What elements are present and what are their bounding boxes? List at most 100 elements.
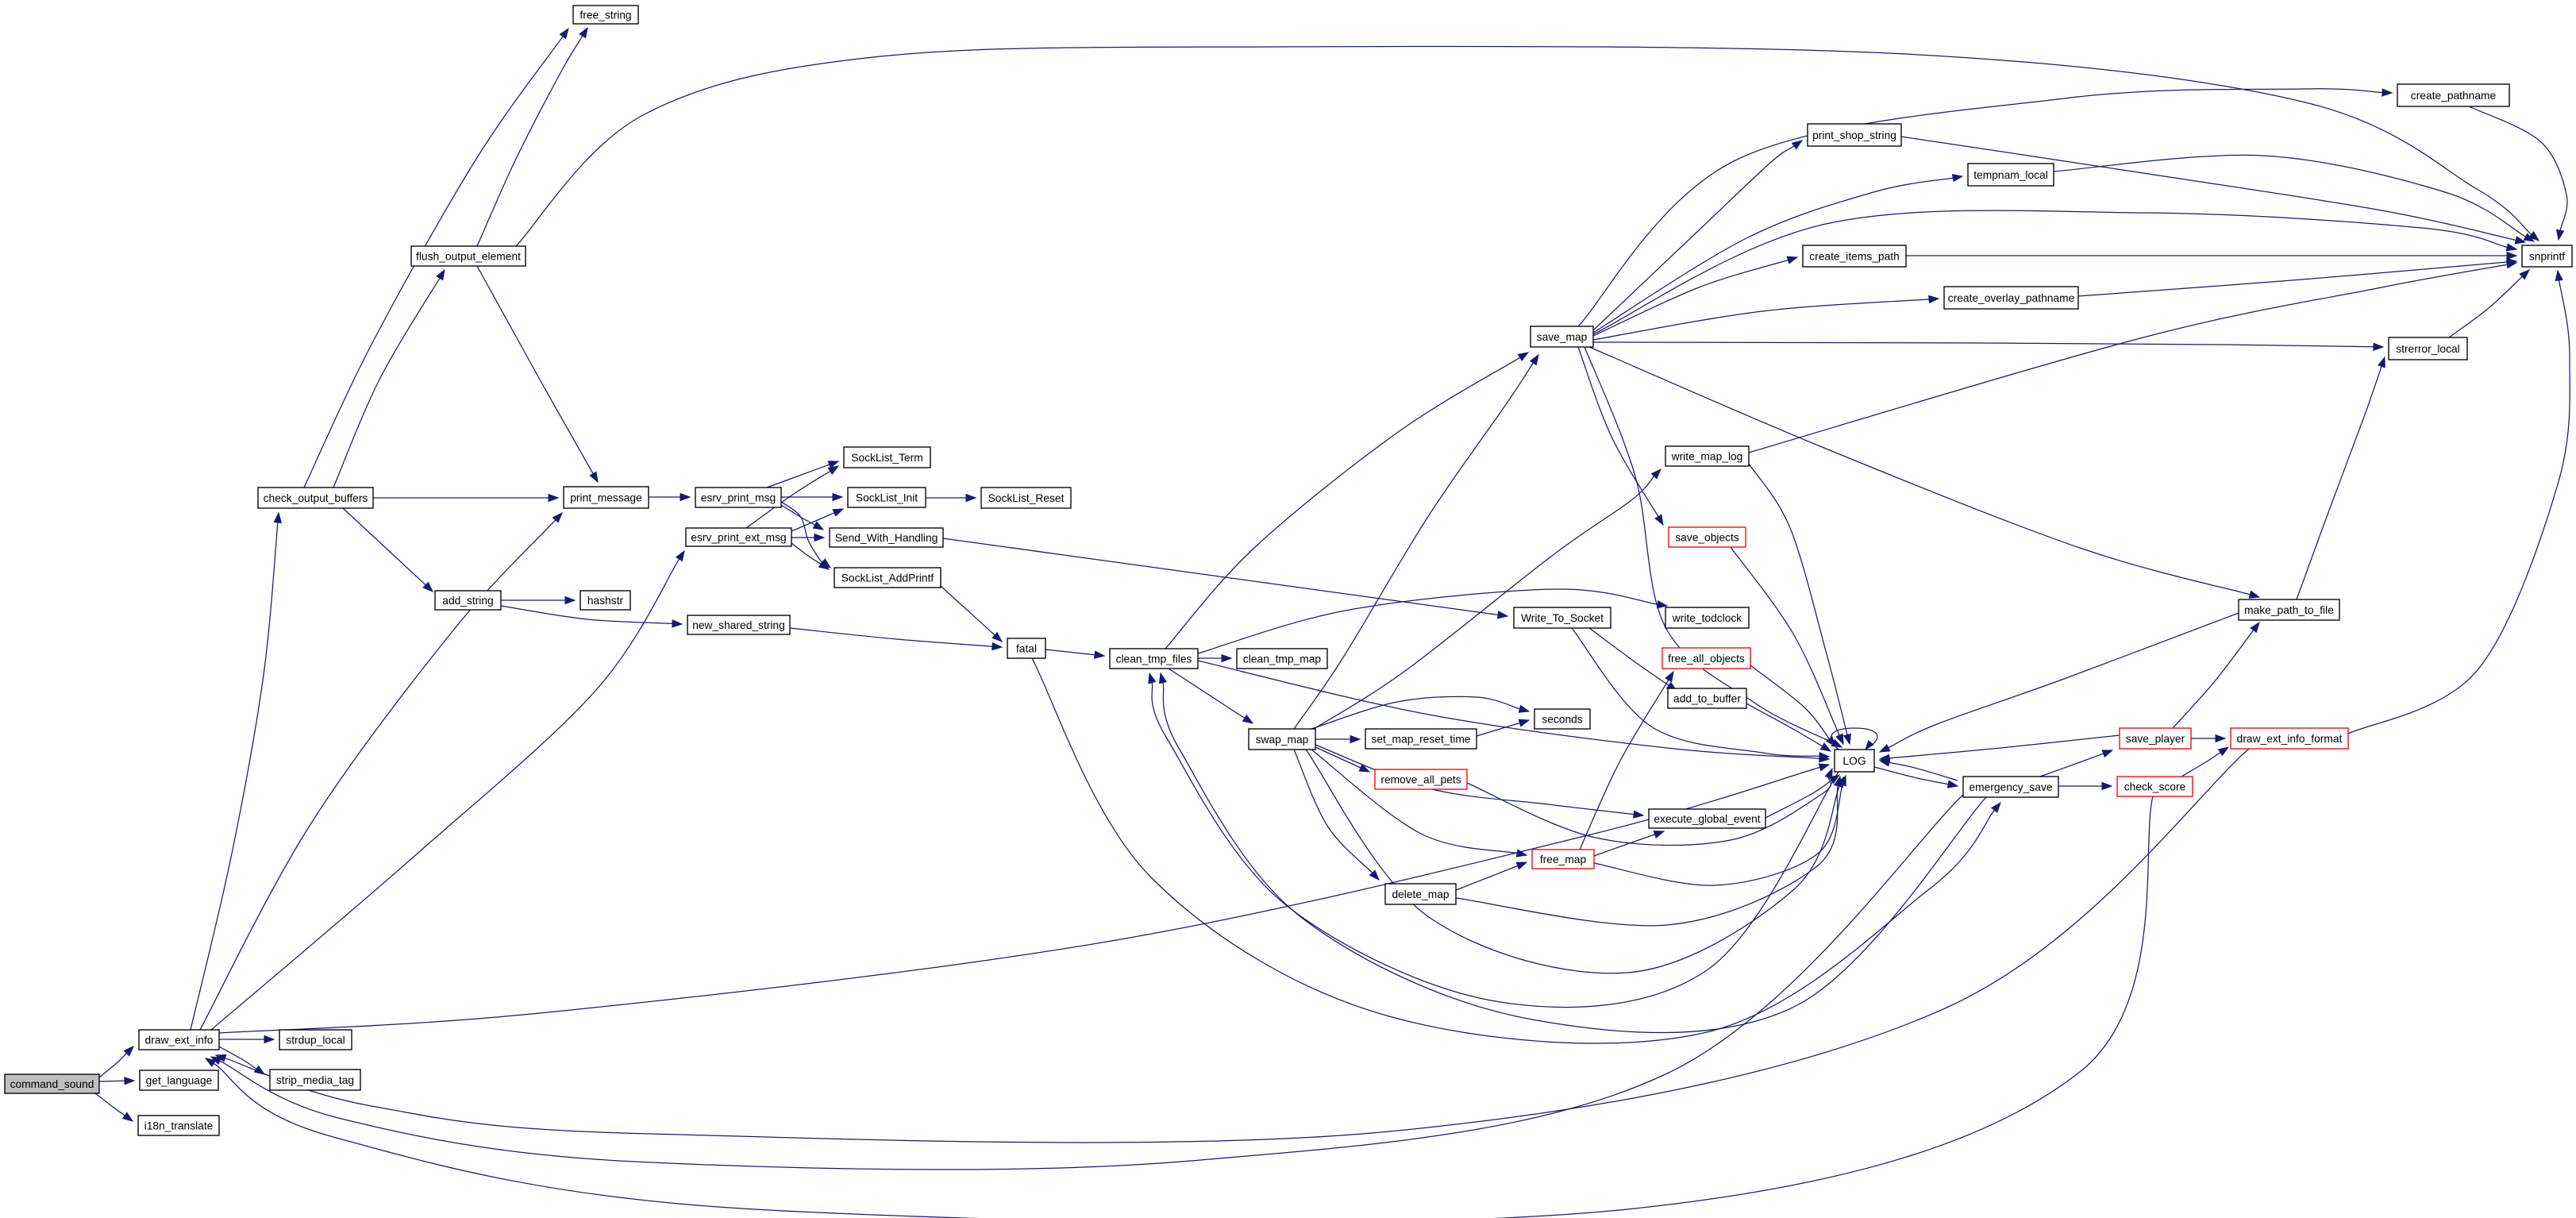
node-SockList_Term[interactable]: SockList_Term [843, 446, 931, 468]
edge-spline-save_map-to-strerror_local [1592, 341, 2374, 348]
edge-arrowhead-check_output_buffers-to-print_message [548, 493, 560, 503]
edge-spline-Write_To_Socket-to-LOG [1571, 627, 1820, 757]
node-free_string[interactable]: free_string [572, 5, 639, 25]
node-box-strdup_local [279, 1029, 352, 1050]
node-check_score[interactable]: check_score [2116, 776, 2193, 797]
edge-arrowhead-flush_output_element-to-print_message [589, 471, 599, 484]
edge-arrowhead-LOG-to-LOG [1865, 740, 1874, 751]
node-execute_global_event[interactable]: execute_global_event [1648, 808, 1766, 829]
node-draw_ext_info_format[interactable]: draw_ext_info_format [2230, 727, 2349, 750]
edge-spline-save_map-to-save_objects [1577, 346, 1659, 517]
node-label-Send_With_Handling: Send_With_Handling [835, 532, 938, 544]
node-SockList_Reset[interactable]: SockList_Reset [980, 487, 1072, 509]
node-esrv_print_msg[interactable]: esrv_print_msg [695, 487, 782, 508]
edge-arrowhead-write_map_log-to-snprintf [2505, 260, 2518, 269]
node-create_pathname[interactable]: create_pathname [2397, 83, 2510, 107]
edge-spline-draw_ext_info_format-to-snprintf [2347, 279, 2570, 734]
node-fatal[interactable]: fatal [1007, 638, 1046, 659]
edge-arrowhead-print_shop_string-to-snprintf [2514, 236, 2527, 245]
edge-spline-swap_map-to-write_map_log [1313, 476, 1655, 730]
edge-arrowhead-add_string-to-hashstr [564, 596, 576, 605]
edge-clean_tmp_files-to-clean_tmp_map [1198, 653, 1233, 663]
node-SockList_AddPrintf[interactable]: SockList_AddPrintf [834, 567, 941, 588]
edge-arrowhead-Send_With_Handling-to-Write_To_Socket [1496, 611, 1509, 619]
node-draw_ext_info[interactable]: draw_ext_info [138, 1029, 220, 1050]
node-print_message[interactable]: print_message [563, 486, 649, 509]
edge-swap_map-to-free_map [1311, 749, 1528, 858]
node-label-SockList_Term: SockList_Term [851, 452, 922, 464]
node-snprintf[interactable]: snprintf [2521, 245, 2573, 268]
edge-swap_map-to-execute_global_event [1315, 744, 1645, 819]
node-SockList_Init[interactable]: SockList_Init [847, 487, 926, 508]
node-label-LOG: LOG [1842, 755, 1866, 767]
node-clean_tmp_files[interactable]: clean_tmp_files [1109, 648, 1199, 669]
node-strdup_local[interactable]: strdup_local [279, 1029, 352, 1050]
node-tempnam_local[interactable]: tempnam_local [1967, 163, 2054, 187]
node-get_language[interactable]: get_language [139, 1070, 219, 1091]
node-free_all_objects[interactable]: free_all_objects [1662, 647, 1751, 669]
edge-spline-emergency_save-to-clean_tmp_files [1162, 682, 1987, 1034]
edge-arrowhead-check_output_buffers-to-free_string [559, 27, 569, 40]
node-command_sound[interactable]: command_sound [4, 1073, 100, 1094]
node-create_items_path[interactable]: create_items_path [1802, 245, 1907, 268]
node-flush_output_element[interactable]: flush_output_element [410, 245, 526, 267]
node-box-make_path_to_file [2238, 599, 2340, 621]
node-write_map_log[interactable]: write_map_log [1665, 445, 1750, 467]
node-hashstr[interactable]: hashstr [580, 590, 631, 611]
edge-fatal-to-clean_tmp_files [1045, 649, 1106, 659]
node-make_path_to_file[interactable]: make_path_to_file [2238, 599, 2340, 621]
edge-arrowhead-make_path_to_file-to-LOG [1878, 743, 1891, 753]
node-box-draw_ext_info_format [2230, 727, 2349, 750]
edge-spline-print_shop_string-to-snprintf [1900, 136, 2516, 241]
edge-arrowhead-save_player-to-draw_ext_info_format [2215, 734, 2227, 743]
edge-spline-delete_map-to-LOG [1455, 785, 1839, 927]
node-save_map[interactable]: save_map [1530, 326, 1594, 348]
edge-arrowhead-command_sound-to-draw_ext_info [123, 1045, 135, 1057]
node-Send_With_Handling[interactable]: Send_With_Handling [829, 527, 944, 548]
node-write_todclock[interactable]: write_todclock [1665, 607, 1750, 629]
edge-emergency_save-to-draw_ext_info [210, 794, 1964, 1170]
node-save_objects[interactable]: save_objects [1668, 526, 1746, 548]
edge-swap_map-to-set_map_reset_time [1315, 734, 1361, 744]
node-seconds[interactable]: seconds [1534, 708, 1591, 730]
node-emergency_save[interactable]: emergency_save [1962, 776, 2059, 798]
edge-arrowhead-clean_tmp_files-to-write_todclock [1656, 600, 1669, 609]
node-new_shared_string[interactable]: new_shared_string [687, 615, 791, 635]
edge-arrowhead-emergency_save-to-check_score [2101, 781, 2113, 791]
node-strerror_local[interactable]: strerror_local [2388, 337, 2468, 360]
node-create_overlay_pathname[interactable]: create_overlay_pathname [1943, 286, 2079, 310]
edge-emergency_save-to-check_score [2058, 781, 2113, 791]
edge-free_map-to-LOG [1593, 774, 1846, 886]
node-LOG[interactable]: LOG [1834, 749, 1875, 773]
node-box-create_pathname [2397, 83, 2510, 107]
edge-draw_ext_info-to-LOG [218, 763, 1831, 1034]
node-remove_all_pets[interactable]: remove_all_pets [1374, 769, 1468, 790]
node-clean_tmp_map[interactable]: clean_tmp_map [1236, 648, 1328, 669]
edge-spline-Write_To_Socket-to-add_to_buffer [1588, 627, 1669, 686]
node-esrv_print_ext_msg[interactable]: esrv_print_ext_msg [685, 527, 792, 547]
edge-free_map-to-execute_global_event [1593, 831, 1665, 857]
node-print_shop_string[interactable]: print_shop_string [1807, 123, 1902, 147]
node-swap_map[interactable]: swap_map [1248, 728, 1316, 750]
node-free_map[interactable]: free_map [1531, 849, 1595, 869]
node-i18n_translate[interactable]: i18n_translate [137, 1115, 220, 1136]
node-label-remove_all_pets: remove_all_pets [1380, 773, 1461, 785]
node-set_map_reset_time[interactable]: set_map_reset_time [1365, 728, 1477, 750]
node-add_to_buffer[interactable]: add_to_buffer [1667, 688, 1747, 709]
edge-spline-flush_output_element-to-snprintf [515, 45, 2532, 247]
node-save_player[interactable]: save_player [2119, 727, 2192, 750]
edge-save_map-to-strerror_local [1592, 341, 2385, 352]
edge-arrowhead-save_map-to-snprintf [2505, 243, 2518, 252]
node-delete_map[interactable]: delete_map [1384, 883, 1457, 905]
edge-spline-fatal-to-emergency_save [1031, 657, 1995, 1044]
node-label-check_output_buffers: check_output_buffers [264, 492, 368, 504]
edge-arrowhead-swap_map-to-delete_map [1369, 869, 1380, 881]
node-strip_media_tag[interactable]: strip_media_tag [269, 1069, 361, 1091]
node-check_output_buffers[interactable]: check_output_buffers [257, 487, 374, 509]
node-label-save_map: save_map [1537, 331, 1588, 343]
node-Write_To_Socket[interactable]: Write_To_Socket [1513, 607, 1611, 629]
edge-emergency_save-to-save_player [2039, 750, 2114, 777]
edge-spline-draw_ext_info-to-LOG [218, 766, 1820, 1034]
node-box-execute_global_event [1648, 808, 1766, 829]
node-add_string[interactable]: add_string [434, 590, 502, 611]
